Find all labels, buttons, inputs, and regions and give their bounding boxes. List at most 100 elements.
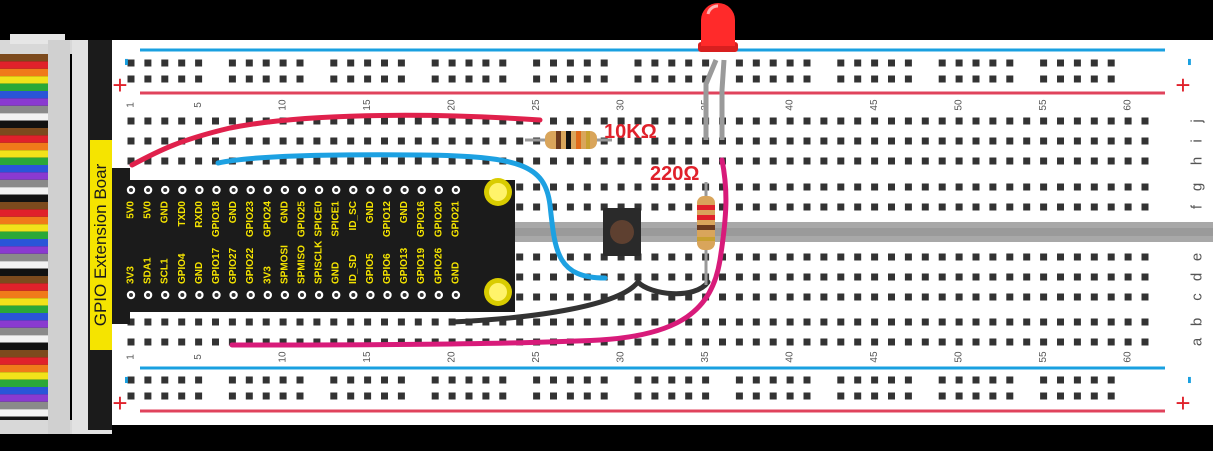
breadboard-hole bbox=[1141, 318, 1149, 326]
breadboard-hole bbox=[921, 183, 929, 191]
breadboard-hole bbox=[600, 318, 608, 326]
gpio-pin-label-top: SPICE0 bbox=[314, 201, 325, 237]
breadboard-hole bbox=[364, 392, 372, 400]
column-number: 15 bbox=[362, 99, 373, 111]
rail-plus-bottom-left: + bbox=[112, 388, 127, 418]
breadboard-hole bbox=[465, 117, 473, 125]
breadboard-hole bbox=[1057, 137, 1064, 145]
breadboard-hole bbox=[431, 157, 439, 165]
breadboard-hole bbox=[262, 59, 270, 67]
ribbon-wire bbox=[0, 246, 48, 254]
breadboard-hole bbox=[735, 157, 743, 165]
breadboard-hole bbox=[195, 318, 203, 326]
breadboard-hole bbox=[786, 183, 794, 191]
breadboard-hole bbox=[921, 253, 929, 261]
breadboard-hole bbox=[600, 293, 608, 301]
breadboard-hole bbox=[837, 75, 845, 83]
breadboard-hole bbox=[1057, 338, 1064, 346]
gpio-pin-label-bottom: GPIO4 bbox=[177, 253, 188, 284]
breadboard-hole bbox=[769, 318, 777, 326]
breadboard-hole bbox=[803, 253, 811, 261]
breadboard-hole bbox=[989, 75, 997, 83]
row-letter: i bbox=[1189, 139, 1206, 142]
breadboard-hole bbox=[803, 183, 811, 191]
breadboard-hole bbox=[820, 183, 828, 191]
breadboard-hole bbox=[330, 318, 338, 326]
breadboard-hole bbox=[989, 183, 997, 191]
breadboard-hole bbox=[330, 157, 338, 165]
breadboard-hole bbox=[854, 183, 862, 191]
breadboard-hole bbox=[1107, 253, 1115, 261]
column-number: 35 bbox=[700, 351, 711, 363]
gpio-pin-label-top: SPICE1 bbox=[331, 201, 342, 237]
breadboard-hole bbox=[668, 293, 676, 301]
breadboard-hole bbox=[1090, 75, 1098, 83]
breadboard-hole bbox=[786, 203, 794, 211]
gpio-pin-top-hole bbox=[180, 188, 185, 192]
breadboard-hole bbox=[1090, 117, 1098, 125]
breadboard-hole bbox=[955, 318, 963, 326]
breadboard-hole bbox=[938, 318, 946, 326]
breadboard-hole bbox=[1073, 338, 1081, 346]
breadboard-hole bbox=[178, 376, 186, 384]
breadboard-hole bbox=[566, 253, 574, 261]
breadboard-hole bbox=[668, 117, 676, 125]
breadboard-hole bbox=[1023, 293, 1031, 301]
gpio-pin-label-bottom: SPMISO bbox=[297, 245, 308, 284]
breadboard-hole bbox=[550, 318, 557, 326]
gpio-pin-label-top: GPIO20 bbox=[433, 201, 444, 238]
ribbon-wire bbox=[0, 239, 48, 247]
breadboard-hole bbox=[600, 376, 608, 384]
breadboard-hole bbox=[651, 75, 659, 83]
breadboard-hole bbox=[431, 392, 439, 400]
gpio-pin-top-hole bbox=[300, 188, 304, 192]
breadboard-hole bbox=[533, 273, 541, 281]
breadboard-hole bbox=[1141, 273, 1149, 281]
gpio-pin-bottom-hole bbox=[214, 293, 219, 297]
gpio-pin-bottom-hole bbox=[197, 293, 202, 297]
breadboard-hole bbox=[854, 157, 862, 165]
breadboard-hole bbox=[955, 392, 963, 400]
breadboard-hole bbox=[1090, 183, 1098, 191]
breadboard-hole bbox=[752, 137, 760, 145]
breadboard-hole bbox=[972, 203, 980, 211]
breadboard-hole bbox=[245, 318, 253, 326]
breadboard-hole bbox=[330, 75, 338, 83]
breadboard-hole bbox=[972, 273, 980, 281]
breadboard-hole bbox=[1073, 318, 1081, 326]
board-title-strip bbox=[90, 140, 112, 350]
breadboard-hole bbox=[364, 376, 372, 384]
breadboard-hole bbox=[161, 392, 169, 400]
breadboard-hole bbox=[381, 157, 388, 165]
breadboard-hole bbox=[668, 253, 676, 261]
breadboard-hole bbox=[955, 157, 963, 165]
breadboard-hole bbox=[178, 157, 186, 165]
gpio-pin-label-top: GPIO18 bbox=[211, 201, 222, 238]
breadboard-hole bbox=[803, 338, 811, 346]
breadboard-hole bbox=[668, 376, 676, 384]
gpio-pin-top-hole bbox=[436, 188, 441, 192]
breadboard-hole bbox=[195, 137, 203, 145]
breadboard-hole bbox=[803, 376, 811, 384]
breadboard-hole bbox=[854, 253, 862, 261]
gpio-pin-label-bottom: ID_SD bbox=[348, 255, 359, 284]
breadboard-hole bbox=[651, 253, 659, 261]
breadboard-hole bbox=[820, 273, 828, 281]
breadboard-hole bbox=[871, 183, 879, 191]
gpio-pin-label-top: GND bbox=[399, 201, 410, 223]
ribbon-wire bbox=[0, 54, 48, 62]
breadboard-hole bbox=[1006, 338, 1014, 346]
column-number: 1 bbox=[126, 354, 137, 360]
breadboard-hole bbox=[127, 376, 135, 384]
breadboard-hole bbox=[566, 117, 574, 125]
row-letter: g bbox=[1189, 183, 1206, 191]
breadboard-hole bbox=[533, 253, 541, 261]
breadboard-hole bbox=[904, 273, 912, 281]
breadboard-hole bbox=[634, 157, 642, 165]
breadboard-hole bbox=[1006, 293, 1014, 301]
breadboard-hole bbox=[448, 117, 456, 125]
breadboard-hole bbox=[1006, 183, 1014, 191]
breadboard-hole bbox=[1107, 273, 1115, 281]
breadboard-hole bbox=[989, 203, 997, 211]
gpio-pin-top-hole bbox=[351, 188, 356, 192]
